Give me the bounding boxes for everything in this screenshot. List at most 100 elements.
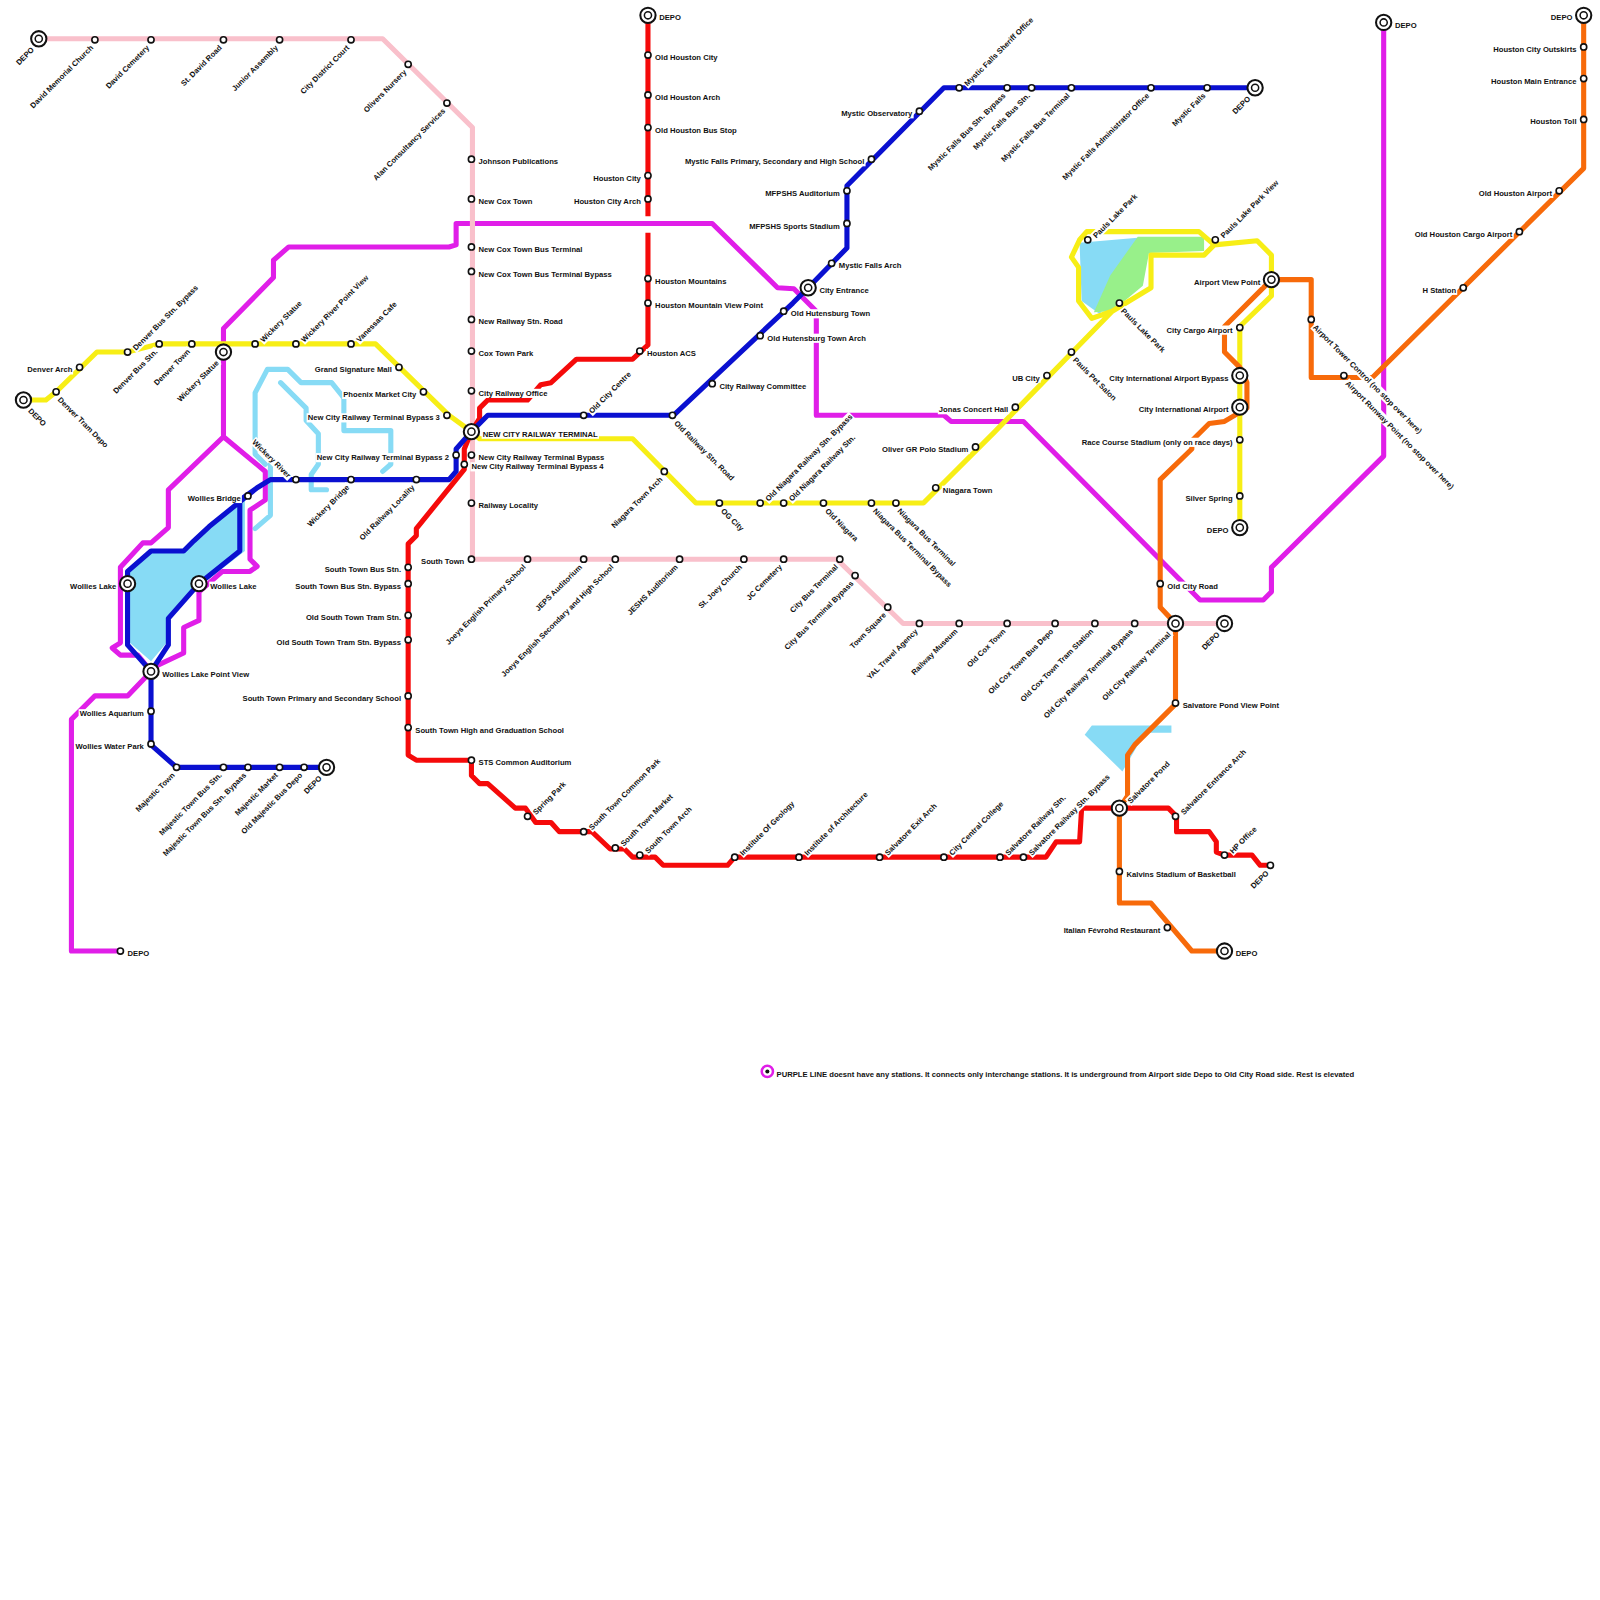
station-label-wrap: HP Office — [1222, 819, 1261, 858]
station-marker — [781, 500, 787, 506]
station-label: Houston Mountain View Point — [654, 301, 764, 310]
station-label-wrap: Joeys English Primary School — [438, 557, 530, 649]
station-marker — [117, 948, 123, 954]
station-marker — [1232, 520, 1247, 535]
station-marker — [189, 341, 195, 347]
station-label: Old Houston Arch — [654, 93, 721, 102]
station-label-wrap: Niagara Town Arch — [603, 469, 666, 532]
station-label: Old City Railway Terminal — [1099, 629, 1173, 703]
station-label: Denver Bus Stn. — [110, 347, 160, 397]
station-marker — [468, 452, 474, 458]
station-marker — [1221, 620, 1228, 627]
station-marker — [637, 852, 643, 858]
station-marker — [148, 741, 154, 747]
station-label: Old Niagara Railway Stn. Bypass — [763, 411, 855, 503]
station-marker — [1581, 76, 1587, 82]
station-label: Houston Toll — [1529, 117, 1577, 126]
station-label: MFPSHS Sports Stadium — [748, 221, 841, 230]
purple-line — [71, 22, 1383, 951]
legend-wrap: PURPLE LINE doesnt have any stations. It… — [776, 1062, 1356, 1080]
station-label-wrap: Old Hutensburg Town Arch — [766, 327, 867, 345]
station-label-wrap: Institute Of Geology — [733, 793, 799, 859]
station-marker — [581, 829, 587, 835]
station-label-wrap: Old Hutensburg Town — [790, 302, 871, 320]
orange-line — [1119, 15, 1583, 951]
station-label-wrap: Houston ACS — [646, 342, 697, 360]
station-label: Cox Town Park — [478, 349, 535, 358]
station-label-wrap: Denver Tram Depo — [54, 390, 116, 452]
station-marker — [405, 612, 411, 618]
station-label-wrap: Old City Railway Terminal — [1094, 624, 1174, 704]
station-marker — [468, 316, 474, 322]
station-label: Italian Févrohd Restaurant — [1063, 926, 1162, 935]
pink-line — [39, 39, 1225, 624]
station-label: Mystic Falls Primary, Secondary and High… — [684, 157, 865, 166]
station-label: DEPO — [1550, 13, 1574, 22]
station-marker — [220, 37, 226, 43]
station-label: Houston City Arch — [573, 197, 642, 206]
station-label: Vanessas Cafe — [354, 299, 400, 345]
station-label: Pauls Lake Park — [1119, 306, 1168, 355]
station-label: Joeys English Primary School — [443, 562, 529, 648]
station-label: South Town Market — [618, 791, 675, 848]
station-label-wrap: Salvatore Railway Stn. Bypass — [1021, 766, 1114, 859]
station-label: Institute Of Geology — [738, 798, 798, 858]
station-label: Spring Park — [530, 779, 568, 817]
station-label: DEPO — [658, 13, 682, 22]
station-marker — [468, 556, 474, 562]
station-label-wrap: STS Common Auditorium — [478, 751, 573, 769]
station-label: Houston Main Entrance — [1490, 77, 1578, 86]
station-marker — [1217, 616, 1232, 631]
station-marker — [35, 35, 42, 42]
station-label: STS Common Auditorium — [478, 758, 573, 767]
station-label-wrap: South Town Arch — [638, 799, 697, 858]
station-label-wrap: Old Houston Airport — [1478, 182, 1553, 200]
station-label-wrap: Vanessas Cafe — [349, 294, 401, 346]
station-label-wrap: New Cox Town — [478, 190, 534, 208]
station-marker — [524, 556, 530, 562]
station-marker — [1308, 316, 1314, 322]
station-label: Salvatore Entrance Arch — [1178, 746, 1249, 817]
station-marker — [143, 664, 158, 679]
station-marker — [1247, 80, 1262, 95]
station-label: Mystic Falls Bus Terminal — [998, 91, 1072, 165]
station-marker — [31, 31, 46, 46]
station-label: City Entrance — [818, 286, 869, 295]
station-marker — [1116, 300, 1122, 306]
station-label-wrap: UB City — [1011, 366, 1041, 384]
station-marker — [781, 308, 787, 314]
station-label: NEW CITY RAILWAY TERMINAL — [482, 430, 599, 439]
station-label: Phoenix Market City — [342, 390, 417, 399]
station-marker — [453, 452, 459, 458]
station-label: H Station — [1422, 286, 1458, 295]
station-marker — [216, 344, 231, 359]
station-marker — [20, 396, 27, 403]
station-label-wrap: Johnson Publications — [478, 150, 560, 168]
station-label: Old City Centre — [587, 369, 634, 416]
station-marker — [468, 428, 475, 435]
station-label: City Railway Office — [478, 389, 549, 398]
station-label: City International Airport Bypass — [1108, 373, 1229, 382]
station-marker — [645, 52, 651, 58]
station-marker — [468, 196, 474, 202]
station-label: New City Railway Terminal Bypass 4 — [470, 462, 604, 471]
station-marker — [461, 461, 467, 467]
station-marker — [645, 276, 651, 282]
station-label-wrap: Oliver GR Polo Stadium — [881, 438, 969, 456]
station-label-wrap: New City Railway Terminal Bypass 3 — [307, 406, 441, 424]
station-label: JESHS Auditorium — [624, 562, 680, 618]
station-label: Institute of Architecture — [802, 789, 871, 858]
station-marker — [468, 348, 474, 354]
station-label: Old Niagara — [823, 506, 861, 544]
station-label-wrap: JC Cemetery — [738, 557, 786, 605]
station-label-wrap: Alan Consultancy Services — [365, 101, 449, 185]
station-marker — [245, 493, 251, 499]
station-label: DEPO — [1206, 526, 1230, 535]
station-label-wrap: OG City — [717, 501, 752, 536]
station-marker — [885, 604, 891, 610]
station-marker — [677, 556, 683, 562]
station-label-wrap: Town Square — [842, 605, 890, 653]
station-label-wrap: Old Houston City — [654, 46, 719, 64]
